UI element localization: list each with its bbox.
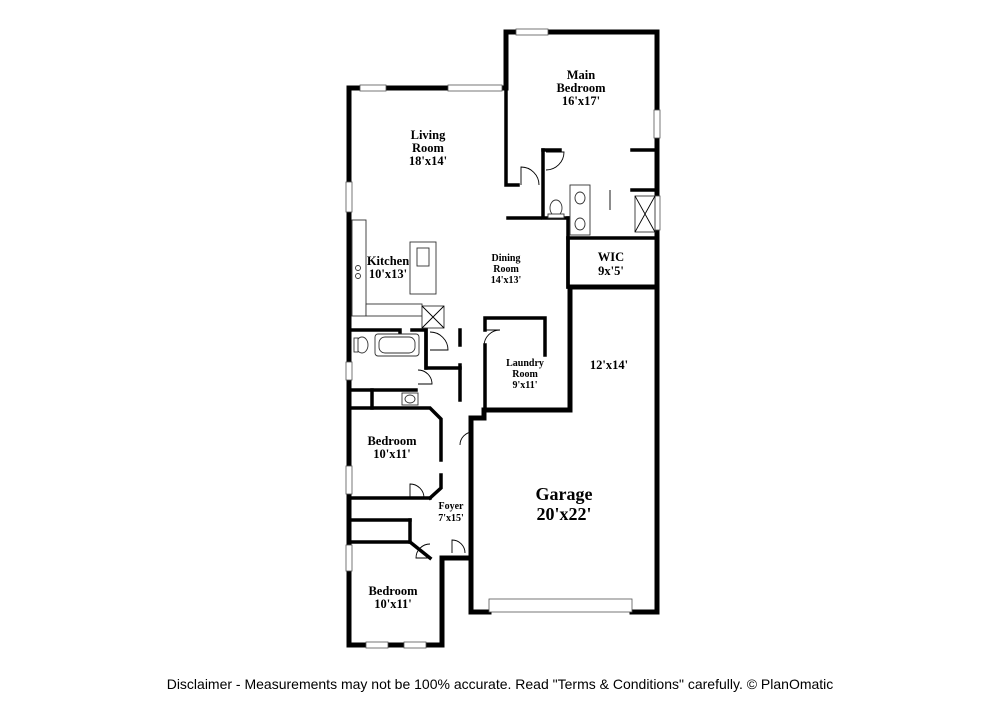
- garage-label: Garage: [536, 484, 593, 504]
- bedroom-upper-size: 10'x11': [373, 447, 411, 461]
- storage-size: 12'x14': [590, 358, 628, 372]
- wic-label: WIC: [598, 250, 624, 264]
- room-labels: Main Bedroom 16'x17' Living Room 18'x14'…: [367, 68, 628, 611]
- foyer-size: 7'x15': [438, 513, 464, 524]
- doors: [409, 151, 611, 559]
- laundry-room-size: 9'x11': [512, 380, 537, 391]
- kitchen-size: 10'x13': [369, 267, 407, 281]
- bedroom-lower-label: Bedroom: [368, 584, 418, 598]
- fixtures: [351, 184, 656, 406]
- main-bedroom-size: 16'x17': [562, 94, 600, 108]
- bedroom-lower-size: 10'x11': [374, 597, 412, 611]
- dining-room-size: 14'x13': [491, 275, 522, 286]
- wic-size: 9x'5': [598, 264, 624, 278]
- disclaimer-text: Disclaimer - Measurements may not be 100…: [166, 676, 834, 692]
- dining-room-label-2: Room: [493, 264, 519, 275]
- laundry-room-label: Laundry: [506, 358, 544, 369]
- dining-room-label: Dining: [492, 253, 521, 264]
- bedroom-upper-label: Bedroom: [367, 434, 417, 448]
- main-bedroom-label-2: Bedroom: [556, 81, 606, 95]
- garage-size: 20'x22': [536, 504, 591, 524]
- interior-walls: [347, 86, 659, 561]
- kitchen-label: Kitchen: [367, 254, 409, 268]
- living-room-size: 18'x14': [409, 154, 447, 168]
- living-room-label-2: Room: [412, 141, 445, 155]
- laundry-room-label-2: Room: [512, 369, 538, 380]
- main-bedroom-label: Main: [567, 68, 596, 82]
- living-room-label: Living: [411, 128, 446, 142]
- foyer-label: Foyer: [439, 501, 465, 512]
